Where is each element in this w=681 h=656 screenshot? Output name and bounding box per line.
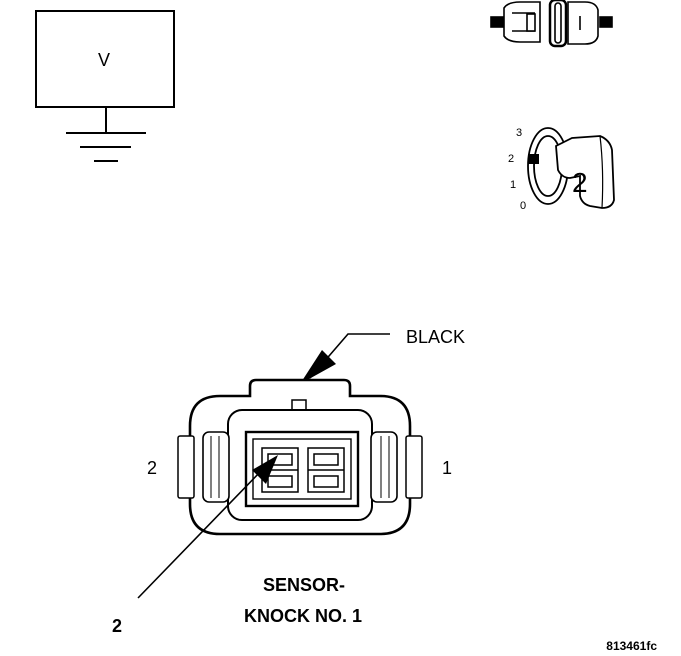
probe-pin-label: 2 bbox=[112, 616, 122, 636]
figure-id: 813461fc bbox=[606, 639, 657, 653]
ignition-position-3: 3 bbox=[516, 127, 522, 139]
ignition-switch-icon bbox=[527, 127, 615, 209]
pin-number-left: 2 bbox=[147, 458, 157, 478]
connector-color-label: BLACK bbox=[406, 327, 465, 347]
pin-number-right: 1 bbox=[442, 458, 452, 478]
voltmeter bbox=[35, 10, 175, 162]
disconnect-icon bbox=[490, 0, 613, 48]
ignition-position-1: 1 bbox=[510, 179, 516, 191]
color-leader-arrow bbox=[300, 333, 390, 384]
connector-name-line1: SENSOR- bbox=[263, 575, 345, 595]
connector-name-line2: KNOCK NO. 1 bbox=[244, 606, 362, 626]
connector-body bbox=[177, 378, 423, 536]
ignition-position-0: 0 bbox=[520, 200, 526, 212]
ignition-position-2: 2 bbox=[508, 153, 514, 165]
voltmeter-symbol: V bbox=[98, 50, 110, 70]
terminal-pin-1 bbox=[307, 447, 345, 493]
ignition-selected: 2 bbox=[572, 167, 588, 198]
probe-leader-arrow bbox=[137, 455, 278, 599]
